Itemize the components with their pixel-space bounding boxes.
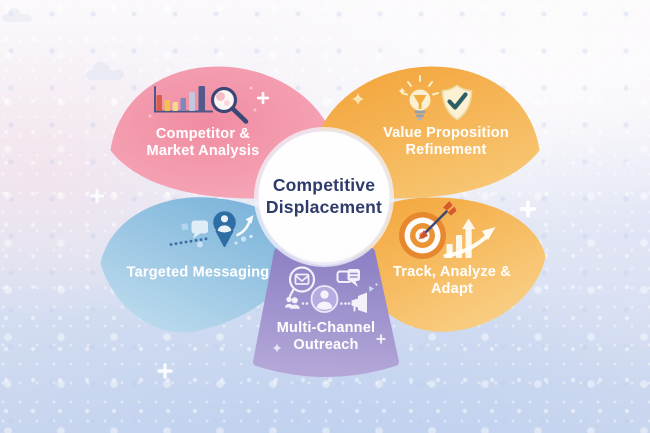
megaphone-icon xyxy=(351,283,378,313)
label-line: Multi-Channel xyxy=(276,320,376,336)
label-line: Adapt xyxy=(430,281,474,297)
people-icon xyxy=(284,296,300,309)
center-title: Competitive Displacement xyxy=(239,174,409,218)
lightbulb-icon xyxy=(401,75,439,121)
bar-chart-icon xyxy=(148,86,257,118)
label-targeted-messaging: Targeted Messaging xyxy=(93,265,303,282)
label-line: Refinement xyxy=(405,142,487,158)
shield-check-icon xyxy=(441,84,473,121)
center-circle xyxy=(257,130,391,264)
center-title-line: Competitive xyxy=(272,175,376,195)
dotted-path-icon xyxy=(169,234,253,248)
label-value-proposition-refinement: Value Proposition Refinement xyxy=(341,125,551,159)
growth-arrow-icon xyxy=(236,215,254,237)
chat-bubble-icon xyxy=(181,220,208,239)
sparkle-plus-icon xyxy=(157,363,173,379)
label-line: Targeted Messaging xyxy=(126,264,270,281)
label-multi-channel-outreach: Multi-Channel Outreach xyxy=(221,320,431,354)
target-dart-icon xyxy=(399,201,457,259)
dotted-connector-icon xyxy=(301,302,351,305)
cloud-icon xyxy=(2,8,32,22)
cloud-icon xyxy=(86,62,124,80)
label-line: Track, Analyze & xyxy=(393,264,511,280)
label-line: Market Analysis xyxy=(146,143,260,159)
label-competitor-market-analysis: Competitor & Market Analysis xyxy=(98,126,308,160)
label-line: Value Proposition xyxy=(383,125,509,141)
petal-track-analyze-adapt xyxy=(348,197,546,332)
label-track-analyze-adapt: Track, Analyze & Adapt xyxy=(347,264,557,298)
label-line: Outreach xyxy=(293,337,359,353)
person-circle-icon xyxy=(310,285,339,313)
person-pin-icon xyxy=(213,211,236,247)
magnifying-glass-icon xyxy=(210,86,249,124)
email-bubble-icon xyxy=(288,266,316,298)
sparkle-plus-icon xyxy=(519,200,537,218)
label-line: Competitor & xyxy=(155,126,251,142)
chat-bubbles-icon xyxy=(336,269,360,287)
curved-arrow-icon xyxy=(443,227,496,258)
center-title-line: Displacement xyxy=(265,197,383,217)
sparkle-plus-icon xyxy=(90,189,104,203)
